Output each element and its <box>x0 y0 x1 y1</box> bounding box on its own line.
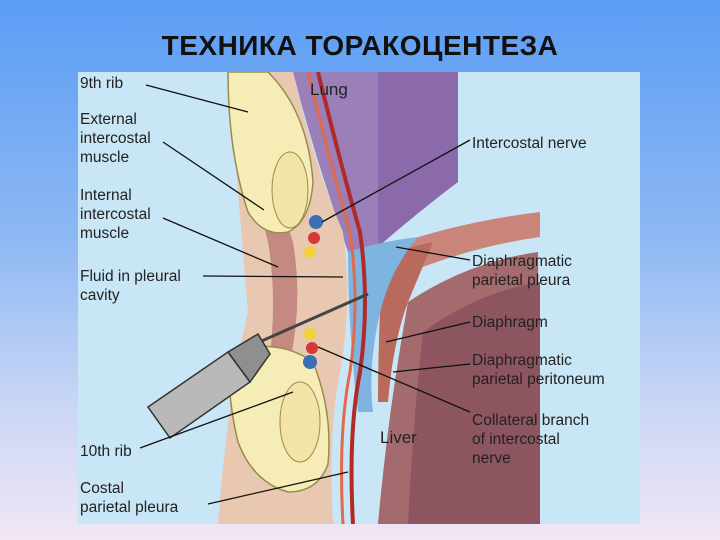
label-diaphragm: Diaphragm <box>472 314 548 331</box>
liver-inner <box>408 282 540 524</box>
thoracentesis-diagram: 9th rib External intercostal muscle Inte… <box>78 72 640 524</box>
label-costal-pleura: Costal parietal pleura <box>80 480 179 516</box>
leader-lines <box>139 84 471 505</box>
lung-lobe-right <box>378 72 458 247</box>
pleura-line <box>316 72 367 524</box>
nerve-upper <box>304 246 316 258</box>
rib-9-marrow <box>271 151 309 229</box>
label-collateral-branch: Collateral branch of intercostal nerve <box>472 412 590 467</box>
syringe-hub <box>226 332 271 384</box>
label-internal-intercostal: Internal intercostal muscle <box>80 187 151 242</box>
needle <box>247 292 369 349</box>
label-liver: Liver <box>380 428 417 447</box>
vein-lower <box>303 355 317 369</box>
artery-lower <box>306 342 318 354</box>
label-10th-rib: 10th rib <box>80 443 132 460</box>
label-intercostal-nerve: Intercostal nerve <box>472 135 587 152</box>
label-external-intercostal: External intercostal muscle <box>80 111 151 166</box>
nerve-lower <box>304 328 316 340</box>
label-diaphragmatic-peritoneum: Diaphragmatic parietal peritoneum <box>472 352 605 388</box>
diaphragm-outer <box>378 242 433 402</box>
slide-title: ТЕХНИКА ТОРАКОЦЕНТЕЗА <box>161 30 559 61</box>
rib-10-marrow <box>279 381 321 463</box>
vein-upper <box>309 215 323 229</box>
anatomy-illustration <box>139 72 540 524</box>
artery-upper <box>308 232 320 244</box>
label-diaphragmatic-pleura: Diaphragmatic parietal pleura <box>472 253 572 289</box>
label-fluid-pleural: Fluid in pleural cavity <box>80 268 181 304</box>
pleura-line-2 <box>306 72 357 524</box>
label-lung: Lung <box>310 80 348 99</box>
diaphragm-band <box>388 212 540 277</box>
label-9th-rib: 9th rib <box>80 75 124 92</box>
